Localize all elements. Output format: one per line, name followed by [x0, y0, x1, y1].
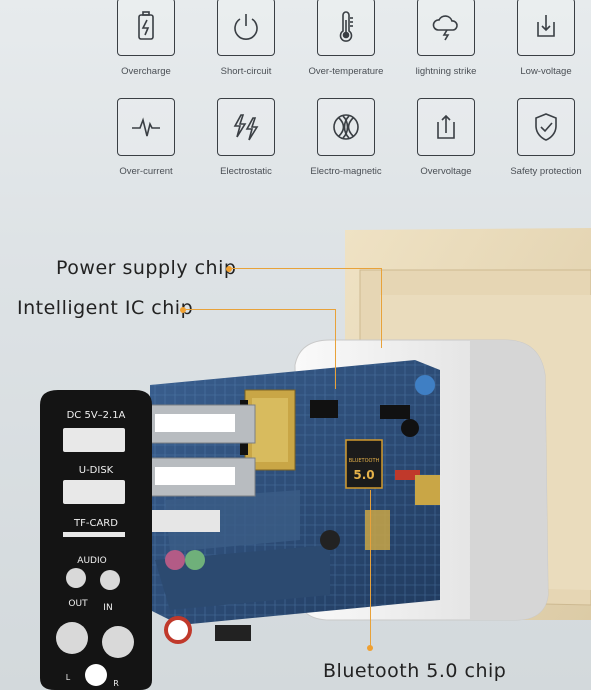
callout-leader-line: [335, 309, 337, 389]
front-panel: DC 5V–2.1A U-DISK TF-CARD AUDIO OUT IN L…: [40, 390, 152, 690]
feature-electro-magnetic: Electro-magnetic: [296, 98, 396, 177]
feature-over-current: Over-current: [96, 98, 196, 177]
feature-label: lightning strike: [415, 66, 477, 77]
feature-overcharge: Overcharge: [96, 0, 196, 77]
feature-label: Low-voltage: [520, 66, 572, 77]
feature-low-voltage: Low-voltage: [496, 0, 591, 77]
panel-out-label: OUT: [68, 599, 88, 609]
callout-leader-line: [381, 268, 383, 348]
panel-tfcard-label: TF-CARD: [73, 518, 118, 529]
panel-in-label: IN: [103, 603, 112, 613]
callout-dot: [367, 645, 373, 651]
chip-brand: BLUETOOTH: [349, 458, 380, 464]
feature-lightning-strike: lightning strike: [396, 0, 496, 77]
panel-r-label: R: [113, 679, 119, 688]
callout-dot: [226, 266, 232, 272]
callout-leader-line: [370, 490, 372, 648]
upload-arrow-icon: [417, 98, 475, 156]
feature-label: Over-temperature: [308, 66, 384, 77]
feature-label: Over-current: [119, 166, 173, 177]
thermometer-icon: [317, 0, 375, 56]
double-bolt-icon: [217, 98, 275, 156]
callout-power-supply-chip: Power supply chip: [56, 257, 237, 279]
feature-label: Overvoltage: [420, 166, 472, 177]
feature-overvoltage: Overvoltage: [396, 98, 496, 177]
bluetooth-chip: BLUETOOTH 5.0: [345, 439, 383, 489]
callout-leader-line: [232, 268, 382, 270]
callout-leader-line: [186, 309, 336, 311]
feature-safety-protection: Safety protection: [496, 98, 591, 177]
panel-audio-label: AUDIO: [77, 556, 106, 566]
feature-over-temperature: Over-temperature: [296, 0, 396, 77]
panel-dc-label: DC 5V–2.1A: [67, 410, 126, 421]
transformer: [240, 389, 296, 471]
cloud-lightning-icon: [417, 0, 475, 56]
panel-l-label: L: [66, 673, 71, 682]
feature-label: Overcharge: [121, 66, 171, 77]
magnetic-ball-icon: [317, 98, 375, 156]
usb-ports: [144, 404, 256, 497]
chip-version: 5.0: [353, 468, 374, 482]
power-icon: [217, 0, 275, 56]
download-arrow-icon: [517, 0, 575, 56]
feature-label: Safety protection: [510, 166, 582, 177]
feature-label: Short-circuit: [220, 66, 272, 77]
pulse-icon: [117, 98, 175, 156]
callout-intelligent-ic-chip: Intelligent IC chip: [17, 297, 194, 319]
panel-udisk-label: U-DISK: [79, 465, 114, 476]
shield-check-icon: [517, 98, 575, 156]
battery-charge-icon: [117, 0, 175, 56]
feature-label: Electrostatic: [220, 166, 272, 177]
pcb-components: [150, 375, 440, 644]
callout-bluetooth-chip: Bluetooth 5.0 chip: [323, 660, 507, 682]
feature-short-circuit: Short-circuit: [196, 0, 296, 77]
feature-label: Electro-magnetic: [310, 166, 382, 177]
feature-electrostatic: Electrostatic: [196, 98, 296, 177]
callout-dot: [180, 307, 186, 313]
charger-exploded-illustration: BLUETOOTH 5.0 DC 5V–2.1A U-DISK TF-CARD …: [40, 228, 591, 690]
